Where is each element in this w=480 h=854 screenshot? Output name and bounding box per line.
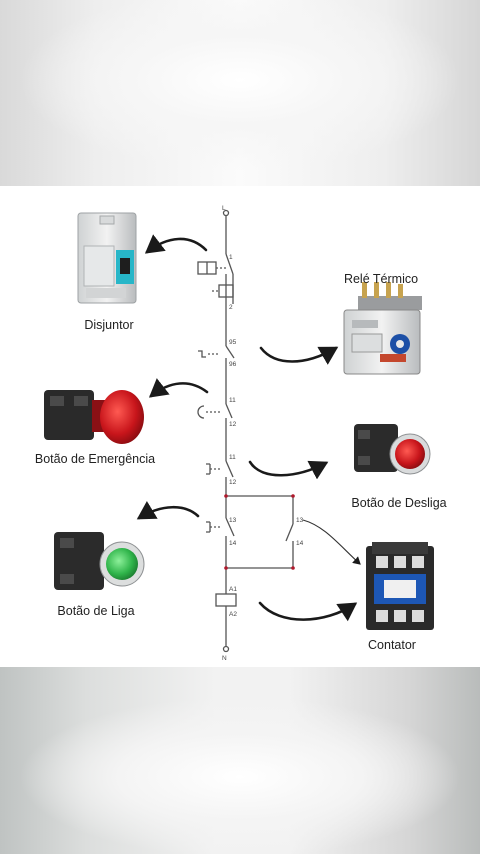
terminal-on-a: 13 — [229, 517, 237, 524]
arrow-to-off-button — [248, 460, 329, 480]
terminal-breaker-a: 1 — [229, 254, 233, 261]
arrow-to-contactor — [258, 601, 358, 622]
terminal-on-b: 14 — [229, 540, 237, 547]
terminal-breaker-b: 2 — [229, 304, 233, 311]
schematic-wiring — [197, 209, 294, 653]
label-off-button: Botão de Desliga — [351, 496, 447, 510]
control-circuit-diagram: L 1 2 95 96 11 12 11 12 13 14 13 14 A1 A… — [44, 205, 434, 662]
terminal-hold-b: 14 — [296, 540, 304, 547]
blurred-background-top — [0, 0, 480, 186]
terminal-emergency-b: 12 — [229, 421, 237, 428]
terminal-hold-a: 13 — [296, 517, 304, 524]
terminal-relay-b: 96 — [229, 361, 237, 368]
terminal-l: L — [222, 205, 226, 212]
terminal-off-a: 11 — [229, 454, 236, 461]
arrow-to-breaker — [144, 234, 208, 254]
off-button-illustration — [354, 424, 431, 475]
emergency-button-illustration — [44, 390, 144, 444]
pointer-arrows — [136, 234, 358, 622]
terminal-off-b: 12 — [229, 479, 237, 486]
thermal-relay-illustration — [343, 282, 422, 375]
arrow-hold-to-contactor — [302, 519, 361, 565]
label-thermal-relay: Relé Térmico — [343, 272, 419, 286]
terminal-n: N — [222, 655, 227, 662]
terminal-relay-a: 95 — [229, 339, 237, 346]
arrow-to-thermal-relay — [259, 346, 339, 365]
terminal-coil-b: A2 — [229, 611, 237, 618]
breaker-illustration — [77, 212, 137, 304]
label-emergency-button: Botão de Emergência — [34, 452, 156, 466]
label-contactor: Contator — [368, 638, 416, 652]
blurred-background-bottom — [0, 667, 480, 854]
diagram-panel: L 1 2 95 96 11 12 11 12 13 14 13 14 A1 A… — [0, 186, 480, 667]
on-button-illustration — [54, 532, 145, 590]
contactor-illustration — [366, 542, 434, 630]
terminal-coil-a: A1 — [229, 586, 237, 593]
arrow-to-on-button — [136, 501, 200, 520]
arrow-to-emergency-button — [148, 378, 209, 398]
label-on-button: Botão de Liga — [57, 604, 135, 618]
terminal-emergency-a: 11 — [229, 397, 236, 404]
junction-dots — [224, 494, 295, 570]
label-breaker: Disjuntor — [84, 318, 134, 332]
